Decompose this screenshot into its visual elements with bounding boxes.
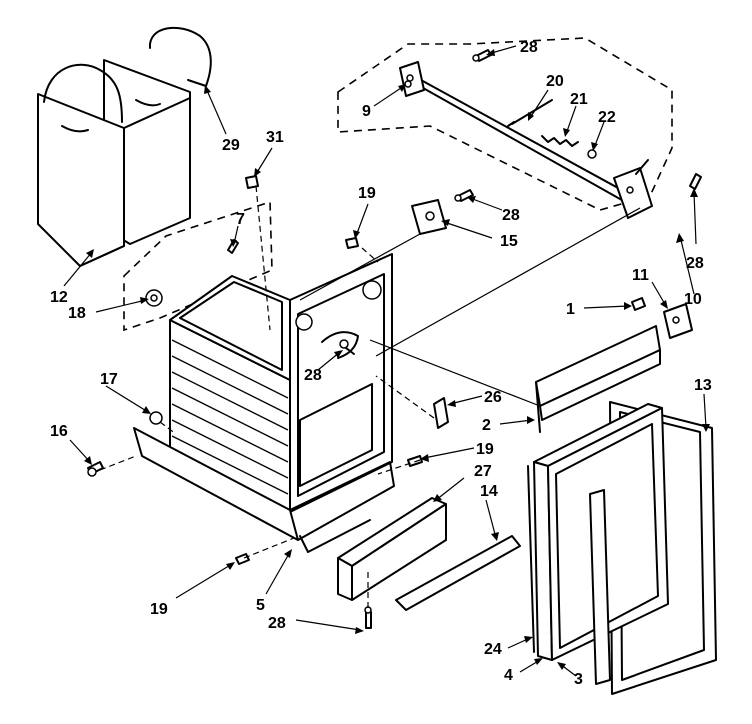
- callout-13: 13: [694, 377, 712, 394]
- cabinet-side-ribs: [171, 339, 289, 495]
- callout-11: 11: [632, 267, 649, 284]
- callout-26: 26: [484, 389, 502, 406]
- callout-27: 27: [474, 463, 492, 480]
- nut-17: [149, 411, 163, 425]
- hinge-channel-2: [535, 325, 661, 433]
- bag-assembly-boundary: [123, 200, 273, 332]
- trash-bag-front: [37, 93, 191, 267]
- callout-28b: 28: [502, 207, 520, 224]
- callout-3: 3: [574, 671, 583, 688]
- callout-21: 21: [570, 91, 588, 108]
- hinge-rod: [399, 61, 641, 209]
- callout-28c: 28: [686, 255, 704, 272]
- callout-4: 4: [504, 667, 513, 684]
- callout-28a: 28: [520, 39, 538, 56]
- latch-15: [411, 199, 447, 235]
- screw-1: [631, 297, 646, 311]
- screw-9: [404, 80, 412, 88]
- callout-labels: 1 2 3 4 5 7 9 10 11 12 13 14 15 16 17 18…: [50, 39, 712, 688]
- callout-19c: 19: [150, 601, 168, 618]
- screw-19-mid: [407, 455, 423, 467]
- callout-9: 9: [362, 103, 371, 120]
- callout-1: 1: [566, 301, 575, 318]
- callout-22: 22: [598, 109, 616, 126]
- hinge-bracket-11: [663, 303, 693, 339]
- screw-28-right: [689, 173, 702, 190]
- callout-15: 15: [500, 233, 518, 250]
- callout-20: 20: [546, 73, 564, 90]
- screw-28-latch: [454, 189, 474, 202]
- door-panel-3: [533, 403, 669, 661]
- callout-31: 31: [266, 129, 284, 146]
- callout-19b: 19: [476, 441, 494, 458]
- callout-14: 14: [480, 483, 498, 500]
- toe-panel-14: [351, 503, 521, 611]
- screw-19-top: [345, 237, 359, 249]
- callout-19a: 19: [358, 185, 376, 202]
- callout-29: 29: [222, 137, 240, 154]
- screw-19-low: [235, 553, 250, 565]
- washer-22: [587, 149, 597, 159]
- bag-handle-rear-29: [148, 27, 212, 87]
- knob-18: [145, 289, 163, 307]
- callout-24: 24: [484, 641, 502, 658]
- callout-5: 5: [256, 597, 265, 614]
- gasket-24: [527, 465, 535, 653]
- screw-28-center: [339, 339, 355, 355]
- callout-16: 16: [50, 423, 68, 440]
- door-hinge-assembly-boundary: [337, 37, 673, 211]
- callout-10: 10: [684, 291, 702, 308]
- callout-28d: 28: [304, 367, 322, 384]
- screw-28-top: [472, 49, 492, 62]
- spring-20-21: [507, 99, 579, 147]
- callout-17: 17: [100, 371, 118, 388]
- screw-28-bottom: [364, 606, 372, 629]
- callout-28e: 28: [268, 615, 286, 632]
- bag-handle-front: [43, 63, 123, 123]
- callout-leaders: [63, 45, 710, 677]
- callout-12: 12: [50, 289, 68, 306]
- callout-2: 2: [482, 417, 491, 434]
- hinge-bracket-10: [613, 159, 653, 219]
- door-stile-4: [589, 489, 611, 685]
- screw-31: [245, 175, 259, 189]
- bolt-16: [87, 461, 104, 477]
- clip-26: [433, 397, 449, 429]
- callout-18: 18: [68, 305, 86, 322]
- cabinet-body: [133, 253, 395, 553]
- callout-7: 7: [236, 211, 245, 228]
